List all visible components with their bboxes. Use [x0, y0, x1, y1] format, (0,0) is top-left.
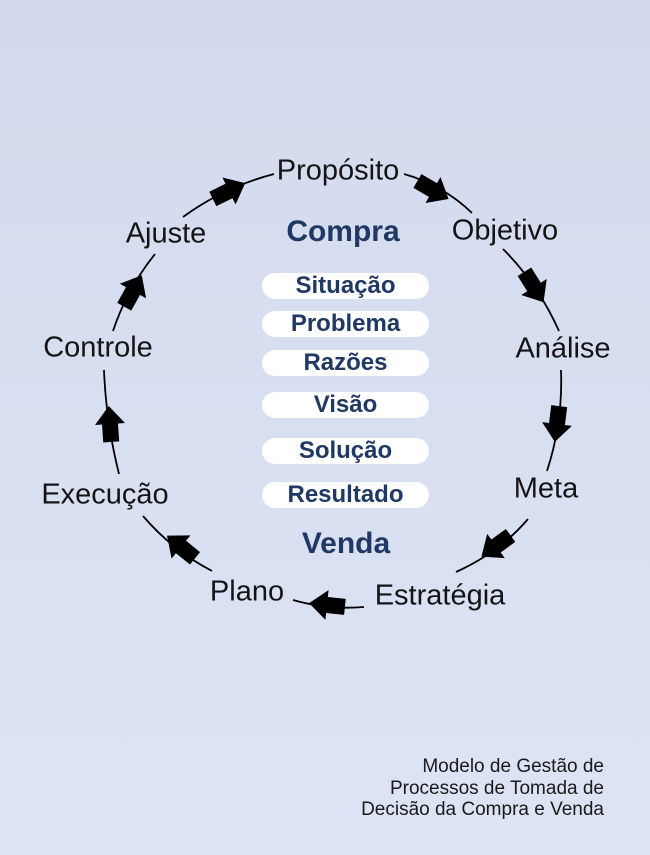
- flow-arrowhead-icon: [309, 590, 346, 620]
- caption-line: Modelo de Gestão de: [422, 756, 604, 777]
- stage-pill-situacao: Situação: [262, 273, 429, 299]
- flow-arrowhead-icon: [517, 267, 547, 303]
- stage-pill-label: Resultado: [287, 481, 404, 508]
- flow-arrowhead-icon: [481, 528, 516, 559]
- cycle-node-analise: Análise: [515, 332, 611, 365]
- stage-pill-razoes: Razões: [262, 350, 429, 376]
- flow-arrowhead-icon: [167, 535, 201, 565]
- flow-arrowhead-icon: [413, 174, 449, 203]
- cycle-node-controle: Controle: [43, 331, 153, 364]
- flow-arrowhead-icon: [95, 406, 125, 443]
- stage-pill-resultado: Resultado: [262, 482, 429, 508]
- cycle-node-execucao: Execução: [41, 478, 169, 511]
- cycle-node-objetivo: Objetivo: [451, 214, 559, 247]
- phase-heading-compra: Compra: [286, 215, 400, 248]
- stage-pill-label: Visão: [313, 391, 378, 418]
- phase-heading-venda: Venda: [301, 527, 391, 560]
- flow-arrowhead-icon: [209, 177, 246, 207]
- caption-line: Decisão da Compra e Venda: [361, 799, 604, 820]
- stage-pill-label: Razões: [303, 349, 388, 376]
- flow-arrowhead-icon: [542, 405, 572, 442]
- stage-pill-visao: Visão: [262, 392, 429, 418]
- stage-pill-label: Solução: [298, 437, 393, 464]
- cycle-node-ajuste: Ajuste: [125, 217, 207, 250]
- cycle-node-meta: Meta: [513, 472, 579, 505]
- stage-pill-label: Problema: [290, 310, 401, 337]
- diagram-caption: Modelo de Gestão de Processos de Tomada …: [361, 756, 604, 821]
- stage-pill-label: Situação: [295, 272, 396, 299]
- stage-pill-solucao: Solução: [262, 438, 429, 464]
- cycle-node-plano: Plano: [209, 575, 285, 608]
- cycle-node-estrategia: Estratégia: [374, 579, 506, 612]
- flow-arrowhead-icon: [117, 275, 147, 311]
- caption-line: Processos de Tomada de: [389, 777, 604, 799]
- cycle-node-proposito: Propósito: [276, 154, 400, 187]
- stage-pill-problema: Problema: [262, 311, 429, 337]
